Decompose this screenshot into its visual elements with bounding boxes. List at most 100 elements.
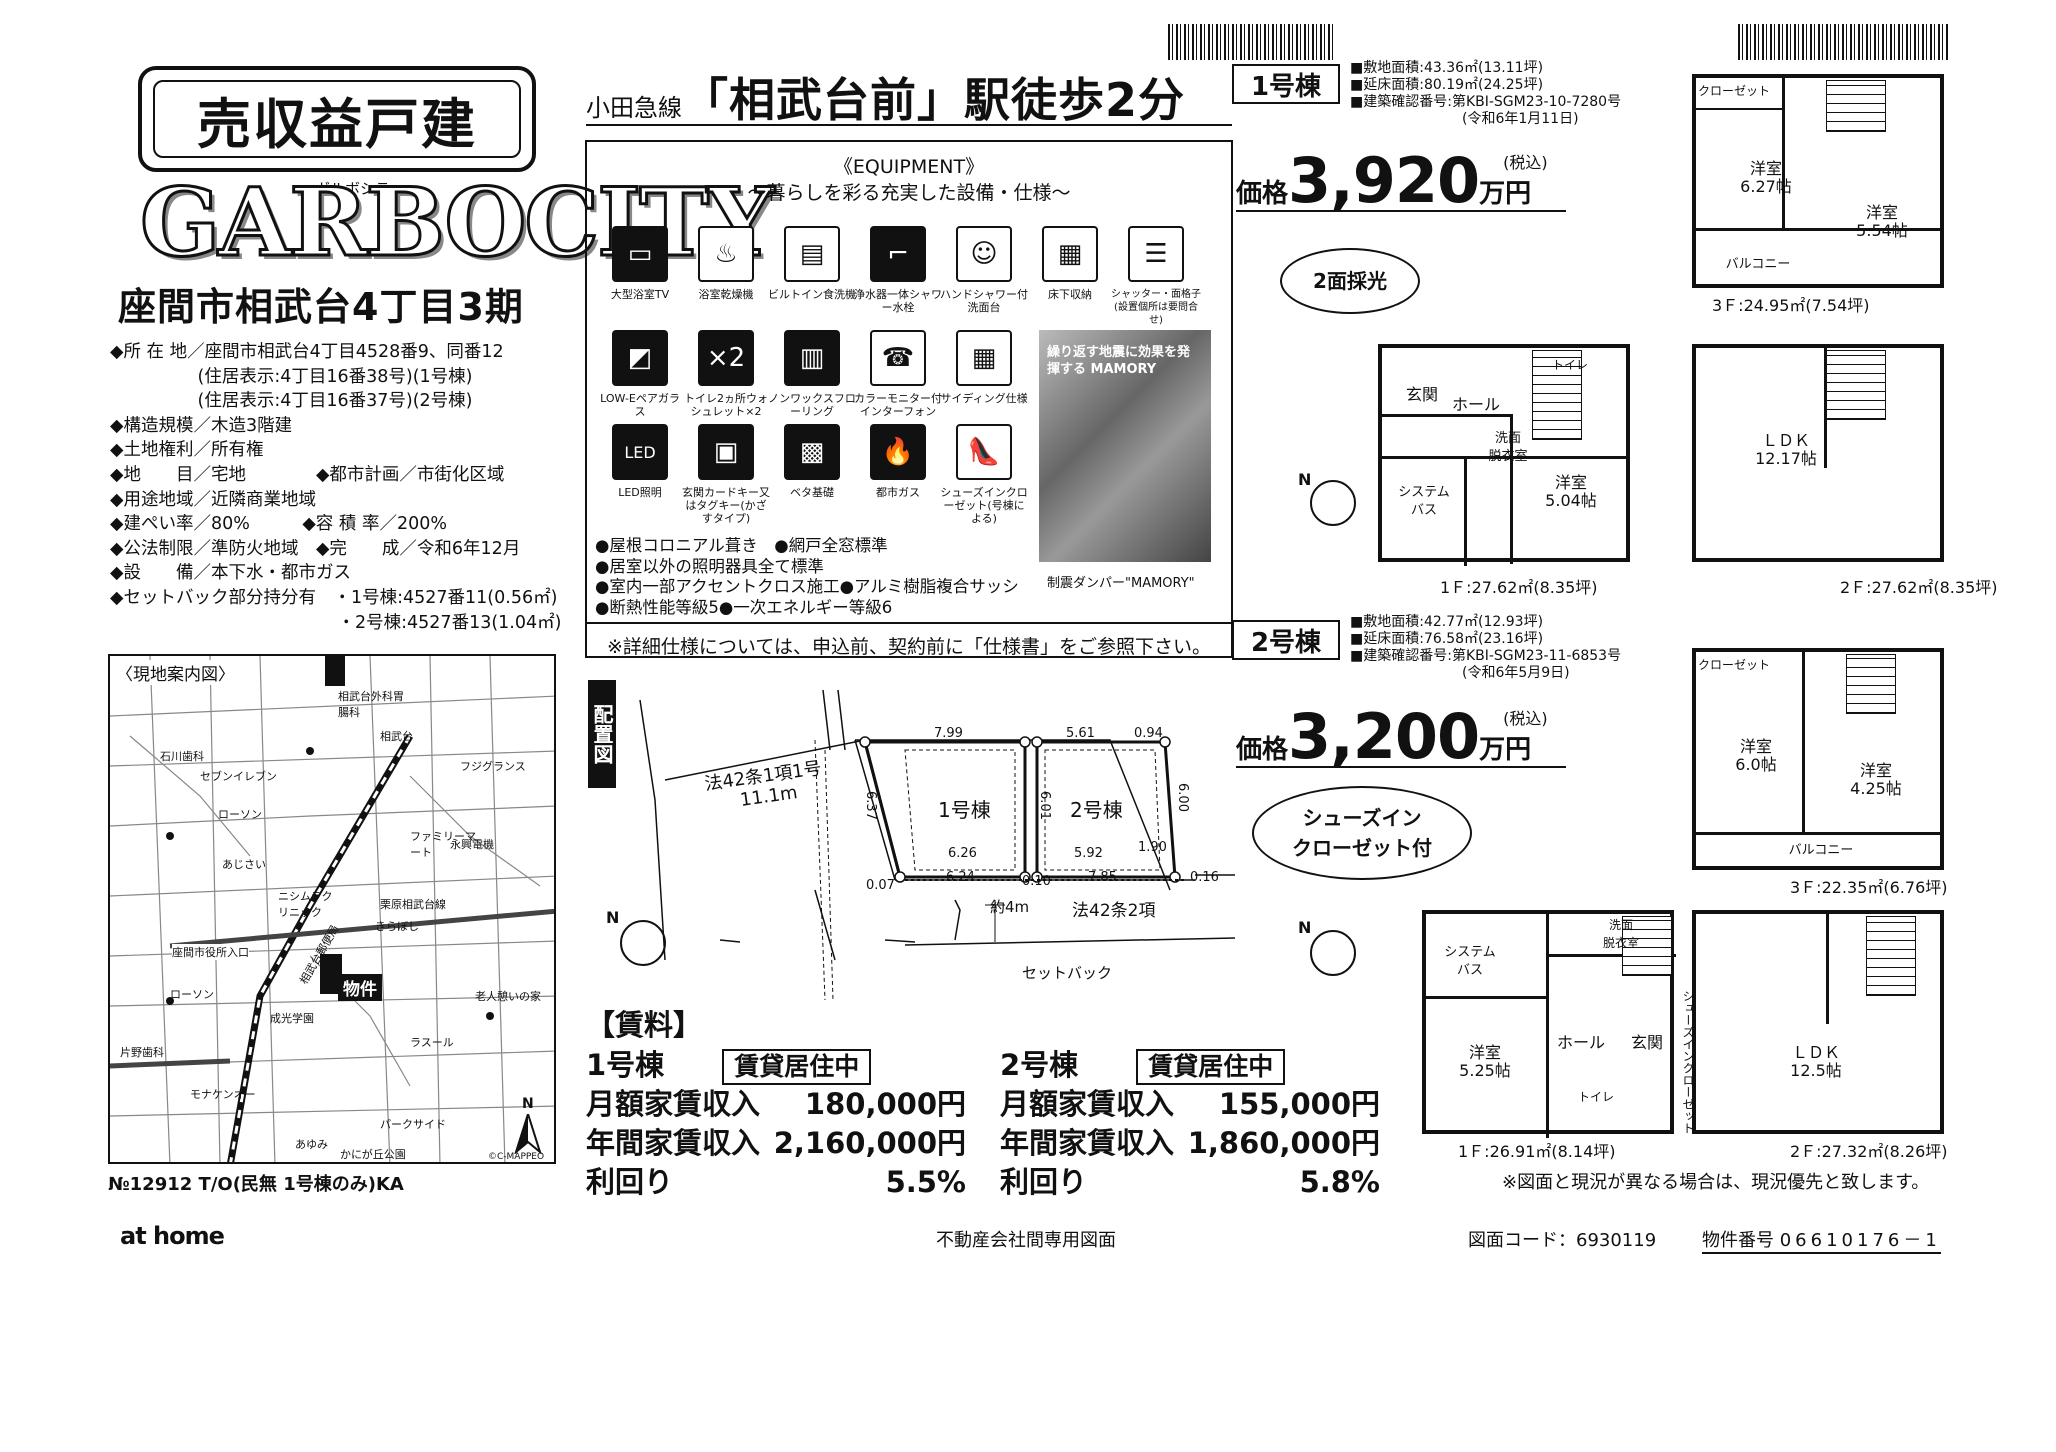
- equipment-label: サイディング仕様: [940, 392, 1028, 405]
- reference-number: №12912 T/O(民無 1号棟のみ)KA: [108, 1174, 404, 1195]
- intercom-icon: ☎: [870, 330, 926, 386]
- map-label: きらぼし: [375, 920, 419, 933]
- map-label: モナケンオー: [190, 1088, 256, 1101]
- price-tax: (税込): [1503, 709, 1548, 728]
- equipment-label: シューズインクローゼット(号棟による): [940, 486, 1028, 525]
- property-specs: ◆所 在 地／座間市相武台4丁目4528番9、同番12 (住居表示:4丁目16番…: [110, 340, 580, 635]
- athome-logo: at home: [120, 1222, 225, 1250]
- dim: 6.37: [862, 791, 878, 820]
- site-house2: 2号棟: [1070, 798, 1123, 822]
- house2-label: 2号棟: [1232, 620, 1340, 660]
- equipment-label: シャッター・面格子(設置個所は要問合せ): [1111, 289, 1201, 326]
- property-number-value: 06610176－1: [1779, 1230, 1941, 1251]
- rent-yield-label: 利回り: [1000, 1165, 1088, 1199]
- map-north-arrow-icon: [514, 1114, 542, 1154]
- map-label: 相武台外科胃腸科: [338, 690, 404, 719]
- map-label: かにが丘公園: [340, 1148, 406, 1161]
- dim: 0.07: [866, 878, 895, 893]
- rent-yield-label: 利回り: [586, 1165, 674, 1199]
- setback-label: セットバック: [1022, 964, 1113, 982]
- dim: 1.90: [1138, 840, 1167, 855]
- room-label: 洋室 4.25帖: [1850, 761, 1902, 798]
- spec-line: (住居表示:4丁目16番38号)(1号棟): [110, 366, 473, 387]
- equipment-label: 床下収納: [1048, 288, 1092, 301]
- rent-monthly-label: 月額家賃収入: [1000, 1087, 1175, 1121]
- equipment-label: LED照明: [618, 486, 662, 499]
- equipment-title: 《EQUIPMENT》: [833, 156, 985, 178]
- rent-annual: 2,160,000円: [773, 1126, 966, 1160]
- equipment-subtitle: ～暮らしを彩る充実した設備・仕様～: [747, 182, 1071, 204]
- equipment-label: 浴室乾燥機: [698, 288, 754, 301]
- property-number-label: 物件番号: [1702, 1230, 1774, 1251]
- map-copyright: ©C-MAPPEO: [488, 1152, 545, 1162]
- map-label: パークサイド: [380, 1118, 446, 1131]
- room-label: 洋室 5.25帖: [1459, 1043, 1511, 1080]
- house2-3f-plan: クローゼット 洋室 6.0帖 洋室 4.25帖 バルコニー: [1692, 648, 1944, 870]
- water-purifier-faucet-icon: ⌐: [870, 226, 926, 282]
- house2-1f-plan: システム バス 洗面 脱衣室 洋室 5.25帖 ホール 玄関 トイレ: [1422, 910, 1676, 1138]
- room-label: バルコニー: [1725, 257, 1791, 272]
- room-label: システム バス: [1398, 485, 1450, 518]
- map-label: あじさい: [222, 858, 266, 871]
- bath-dryer-icon: ♨: [698, 226, 754, 282]
- house2-2f-area: 2Ｆ:27.32㎡(8.26坪): [1790, 1142, 1948, 1161]
- room-label: ＬＤＫ 12.5帖: [1790, 1043, 1842, 1080]
- map-label: フジグランス: [460, 760, 526, 773]
- equipment-label: トイレ2ヵ所ウォシュレット×2: [684, 392, 768, 418]
- spec-line: ◆用途地域／近隣商業地域: [110, 489, 316, 510]
- mat-foundation-icon: ▩: [784, 424, 840, 480]
- map-label: ファミリーマート: [410, 830, 476, 859]
- price-unit: 万円: [1479, 735, 1532, 765]
- room-label: システム バス: [1444, 945, 1496, 978]
- house2-2f-plan: ＬＤＫ 12.5帖: [1692, 910, 1944, 1134]
- dishwasher-icon: ▤: [784, 226, 840, 282]
- underfloor-storage-icon: ▦: [1042, 226, 1098, 282]
- spec-line: ◆土地権利／所有権: [110, 440, 264, 461]
- house1-2f-area: 2Ｆ:27.62㎡(8.35坪): [1840, 578, 1998, 597]
- drawing-code: 図面コード：6930119: [1468, 1230, 1657, 1251]
- led-light-icon: LED: [612, 424, 668, 480]
- rent-house-label: 1号棟: [586, 1048, 665, 1082]
- house1-1f-area: 1Ｆ:27.62㎡(8.35坪): [1440, 578, 1598, 597]
- map-label: 片野歯科: [120, 1046, 164, 1059]
- map-label: ローソン: [218, 808, 262, 821]
- equipment-notes: ●屋根コロニアル葺き ●網戸全窓標準 ●居室以外の照明器具全て標準 ●室内一部ア…: [595, 536, 1019, 617]
- site-house1: 1号棟: [938, 798, 991, 822]
- rent-annual-label: 年間家賃収入: [1000, 1126, 1175, 1160]
- station-header: 小田急線「相武台前」駅徒歩2分: [586, 64, 1185, 130]
- rent-status: 賃貸居住中: [722, 1049, 872, 1085]
- dim: 5.61: [1066, 726, 1095, 741]
- map-label: 成光学園: [270, 1012, 314, 1025]
- dim: 6.24: [946, 870, 975, 885]
- shoe-closet-icon: 👠: [956, 424, 1012, 480]
- dim: 0.10: [1022, 874, 1051, 889]
- spec-line: ◆公法制限／準防火地域 ◆完 成／令和6年12月: [110, 538, 521, 559]
- room-label: 洋室 5.54帖: [1856, 203, 1908, 240]
- price-value: 3,920: [1288, 144, 1480, 217]
- map-label: ローソン: [170, 988, 214, 1001]
- site-north: N: [606, 908, 620, 927]
- rent-monthly-label: 月額家賃収入: [586, 1087, 761, 1121]
- road2-width: 約4m: [990, 898, 1030, 916]
- property-subtitle: 座間市相武台4丁目3期: [118, 285, 524, 329]
- map-label: ラスール: [410, 1036, 454, 1049]
- rent-annual-label: 年間家賃収入: [586, 1126, 761, 1160]
- equipment-label: ビルトイン食洗機: [768, 288, 856, 301]
- price-tax: (税込): [1503, 153, 1548, 172]
- map-label: 座間市役所入口: [172, 944, 249, 960]
- equipment-label: LOW-Eペアガラス: [600, 392, 680, 418]
- equipment-label: 都市ガス: [876, 486, 920, 499]
- house2-specs: ■敷地面積:42.77㎡(12.93坪) ■延床面積:76.58㎡(23.16坪…: [1350, 614, 1622, 681]
- equipment-label: ハンドシャワー付洗面台: [940, 288, 1028, 314]
- price-underline: [1236, 766, 1566, 768]
- house1-north-compass-icon: [1310, 480, 1356, 526]
- house2-bubble: シューズイン クローゼット付: [1252, 786, 1472, 880]
- spec-line: ・2号棟:4527番13(1.04㎡): [110, 612, 562, 633]
- header-underline: [586, 124, 1232, 126]
- spec-line: ◆構造規模／木造3階建: [110, 415, 293, 436]
- city-gas-icon: 🔥: [870, 424, 926, 480]
- map-roads: [110, 656, 554, 1162]
- house2-north: N: [1298, 918, 1312, 937]
- spec-line: (住居表示:4丁目16番37号)(2号棟): [110, 391, 473, 412]
